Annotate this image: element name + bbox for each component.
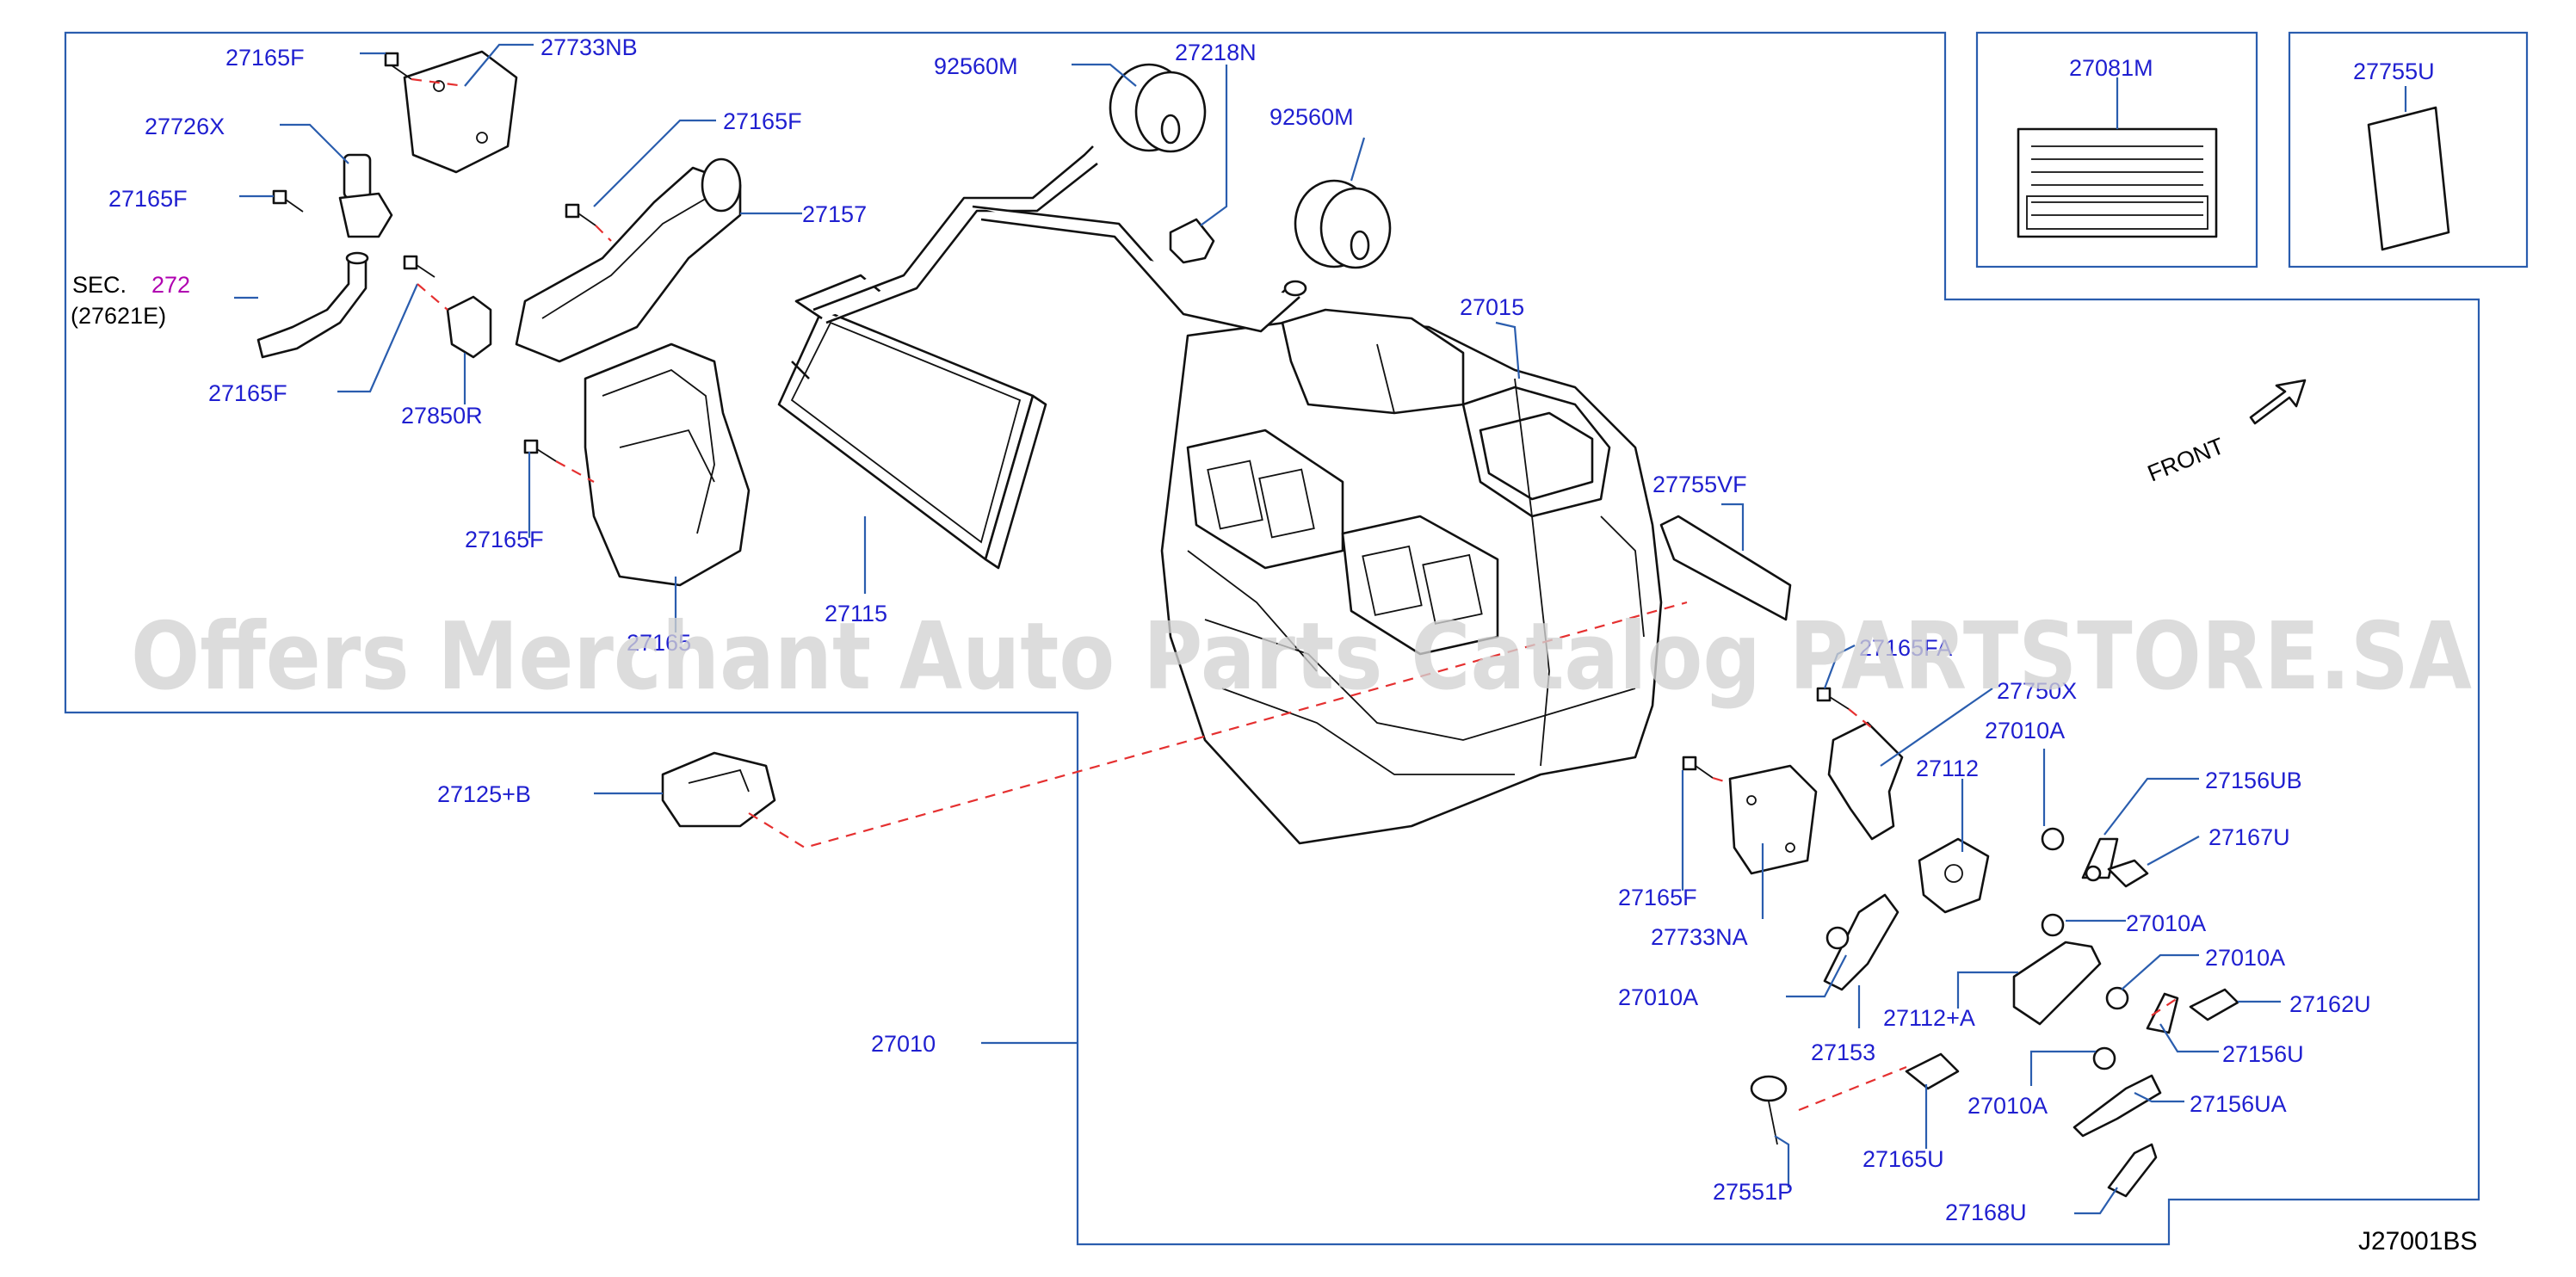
part-label[interactable]: 27112 xyxy=(1916,756,1979,781)
part-label[interactable]: 27156UA xyxy=(2190,1091,2287,1117)
heater-unit-27015 xyxy=(1160,308,1663,845)
part-label[interactable]: 27165F xyxy=(225,45,305,71)
diagram-code: J27001BS xyxy=(2358,1227,2477,1255)
grommet-92560M-right xyxy=(1294,179,1392,269)
part-label[interactable]: 27010 xyxy=(871,1031,936,1057)
grommet-92560M-left xyxy=(1109,63,1207,153)
section-reference: SEC. 272 (27621E) xyxy=(71,272,190,329)
part-label[interactable]: 27168U xyxy=(1945,1200,2027,1225)
frame-lines xyxy=(64,31,2529,1246)
part-label[interactable]: 92560M xyxy=(1269,104,1354,130)
part-label[interactable]: 27165U xyxy=(1863,1146,1944,1172)
part-label[interactable]: 27010A xyxy=(1968,1093,2048,1119)
part-label[interactable]: 27156U xyxy=(2222,1041,2304,1067)
part-label[interactable]: 27112+A xyxy=(1883,1005,1975,1031)
filter-27755U xyxy=(2367,106,2450,251)
part-label[interactable]: 27165F xyxy=(208,380,287,406)
part-27165U xyxy=(1905,1052,1960,1090)
part-label[interactable]: 27157 xyxy=(802,201,867,227)
part-label[interactable]: 27165F xyxy=(1618,885,1697,910)
lever-27153 xyxy=(1823,893,1900,991)
part-label[interactable]: 27165F xyxy=(465,527,544,552)
lever-27168U xyxy=(2107,1143,2158,1198)
watermark: Offers Merchant Auto Parts Catalog PARTS… xyxy=(131,603,2472,711)
servo-27733NB xyxy=(403,50,518,174)
part-label[interactable]: 27167U xyxy=(2208,824,2290,850)
duct-assembly-27165 xyxy=(584,342,751,587)
part-label[interactable]: 27010A xyxy=(2205,945,2285,971)
heater-core-27115 xyxy=(777,274,1047,570)
part-27162U xyxy=(2189,988,2239,1021)
section-part: (27621E) xyxy=(71,303,166,329)
part-label[interactable]: 27165FA xyxy=(1859,635,1952,661)
front-arrow-icon xyxy=(2249,379,2307,425)
part-label[interactable]: 27850R xyxy=(401,403,483,429)
part-label[interactable]: 27156UB xyxy=(2205,768,2302,793)
part-label[interactable]: 27755U xyxy=(2353,59,2435,84)
part-27167U xyxy=(2107,859,2149,888)
part-label[interactable]: 27733NB xyxy=(541,34,638,60)
part-label[interactable]: 27726X xyxy=(145,114,225,139)
section-prefix: SEC. xyxy=(72,272,127,298)
part-label[interactable]: 27165F xyxy=(108,186,188,212)
relation-dashes xyxy=(411,77,2178,1112)
sensor-27726X xyxy=(338,153,393,238)
heater-pipes xyxy=(812,145,1307,333)
label-sheet-27081M xyxy=(2017,127,2218,238)
part-label[interactable]: 27551P xyxy=(1713,1179,1793,1205)
part-label[interactable]: 27755VF xyxy=(1652,472,1747,497)
part-label[interactable]: 27153 xyxy=(1811,1039,1875,1065)
part-label[interactable]: 27115 xyxy=(825,601,887,626)
front-label: FRONT xyxy=(2144,433,2227,487)
duct-27157 xyxy=(515,157,742,363)
link-27112-A xyxy=(2012,941,2102,1026)
part-27125-B xyxy=(661,751,776,828)
lever-27156UA xyxy=(2073,1074,2162,1138)
seal-27755VF xyxy=(1659,515,1792,621)
part-label[interactable]: 92560M xyxy=(934,53,1018,79)
part-label[interactable]: 27010A xyxy=(1618,984,1698,1010)
fasteners-27010A xyxy=(1825,827,2129,1070)
sensor-27551P xyxy=(1750,1075,1788,1145)
part-label[interactable]: 27015 xyxy=(1460,294,1524,320)
section-number[interactable]: 272 xyxy=(151,272,190,298)
part-label[interactable]: 27010A xyxy=(1985,718,2065,743)
part-labels: 27165F 27733NB 27726X 27165F 27165F 2715… xyxy=(108,34,2435,1225)
part-label[interactable]: 27165F xyxy=(723,108,802,134)
part-drawings xyxy=(256,50,2450,1198)
part-label[interactable]: 27010A xyxy=(2126,910,2206,936)
clip-27218N xyxy=(1169,218,1215,264)
leader-lines xyxy=(234,43,2407,1215)
part-label[interactable]: 27162U xyxy=(2289,991,2371,1017)
part-label[interactable]: 27125+B xyxy=(437,781,531,807)
part-label[interactable]: 27733NA xyxy=(1651,924,1748,950)
hose-27621E xyxy=(256,251,369,359)
part-label[interactable]: 27165 xyxy=(627,630,691,656)
bracket-27750X xyxy=(1827,721,1904,841)
screws-27165F xyxy=(272,52,1850,779)
part-label[interactable]: 27750X xyxy=(1997,678,2077,704)
link-27112 xyxy=(1918,837,1990,914)
servo-27733NA xyxy=(1728,764,1818,875)
part-label[interactable]: 27218N xyxy=(1175,40,1257,65)
part-label[interactable]: 27081M xyxy=(2069,55,2153,81)
bracket-27850R xyxy=(446,295,492,359)
